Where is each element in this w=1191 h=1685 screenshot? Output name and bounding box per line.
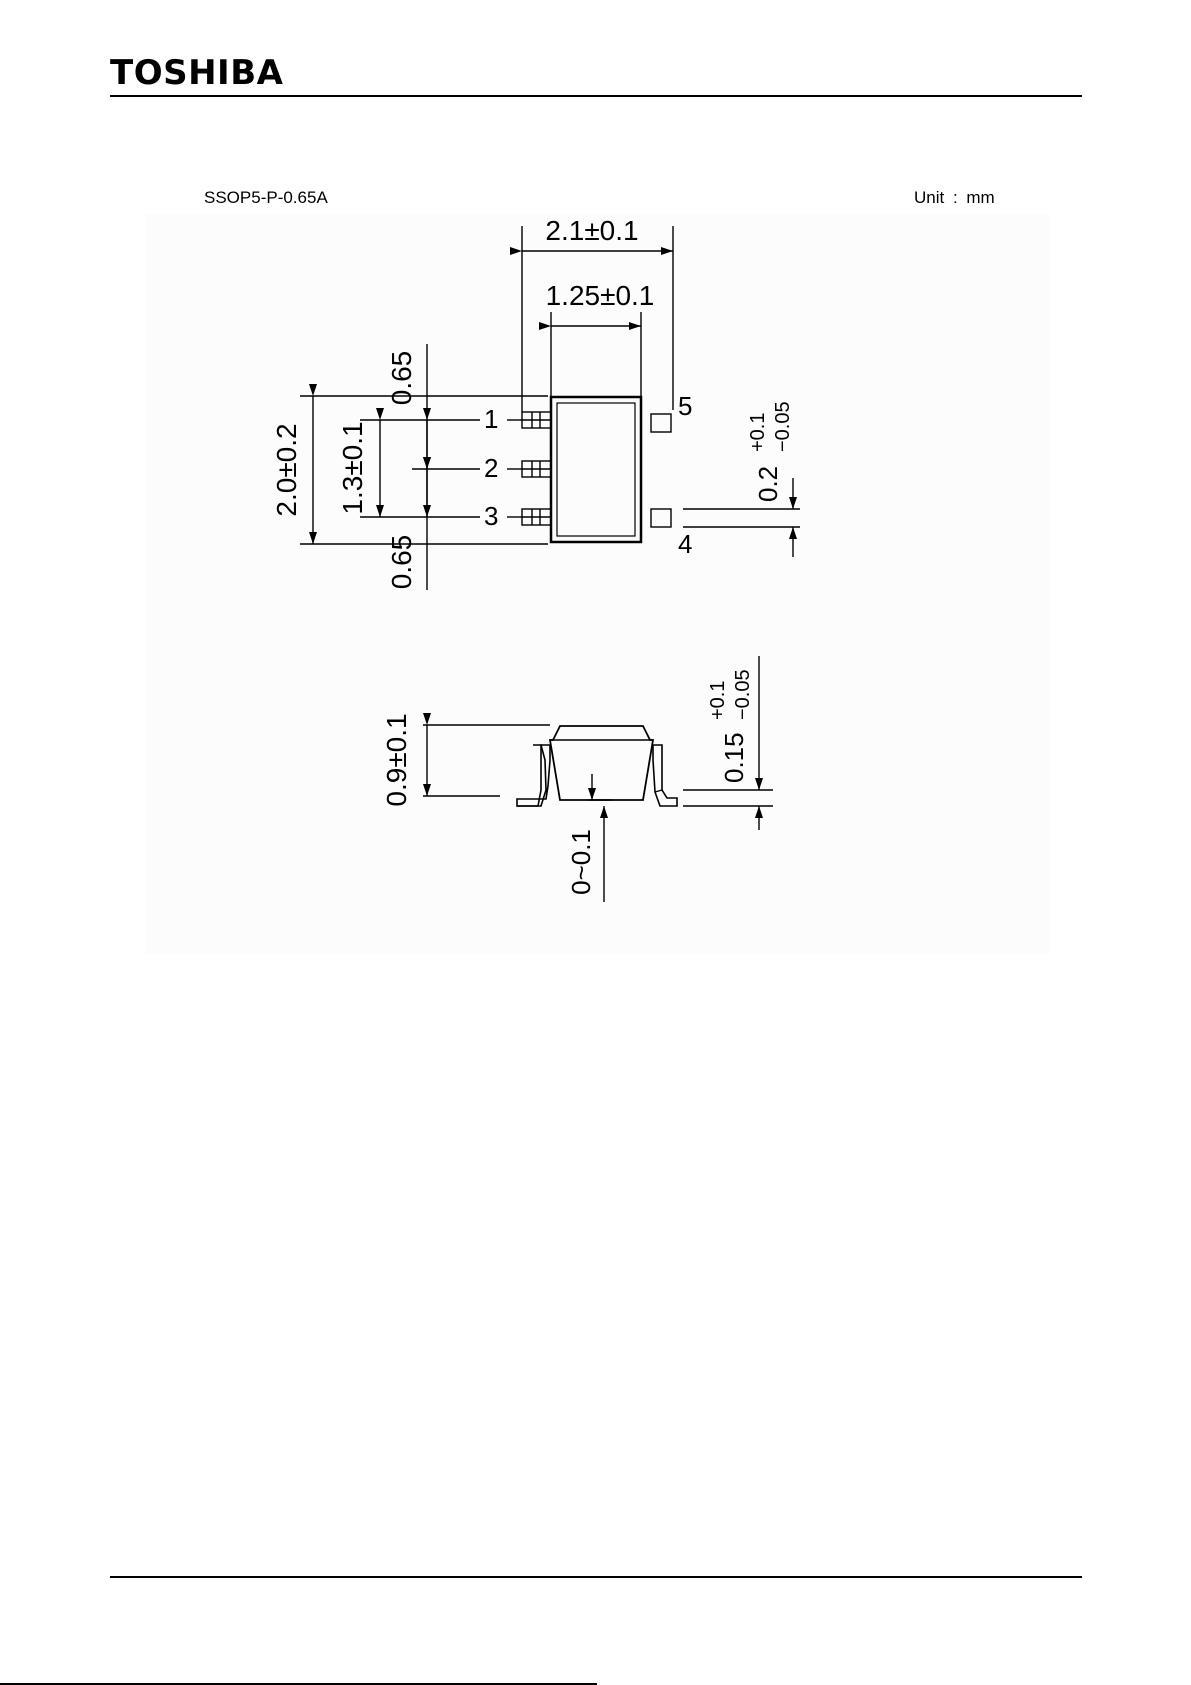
dim-height-overall: 2.0±0.2 — [271, 423, 302, 516]
pin-label-5: 5 — [678, 391, 692, 421]
dim-pitch-top: 0.65 — [386, 351, 417, 406]
dim-lead-thickness-base: 0.15 — [719, 732, 749, 783]
package-body-top — [551, 397, 641, 542]
footer-rule — [110, 1576, 1082, 1578]
lead-4 — [651, 509, 671, 527]
pin-label-1: 1 — [484, 404, 498, 434]
dim-standoff: 0~0.1 — [566, 829, 596, 895]
pin-label-2: 2 — [484, 453, 498, 483]
dim-pin-span: 1.3±0.1 — [337, 421, 368, 514]
dim-lead-width-plus: +0.1 — [747, 413, 769, 452]
dim-lead-width-minus: −0.05 — [772, 401, 794, 452]
page-bottom-line — [0, 1683, 597, 1685]
dim-width-overall: 2.1±0.1 — [545, 215, 638, 246]
pin-label-3: 3 — [484, 501, 498, 531]
dim-lead-thickness-plus: +0.1 — [707, 681, 729, 720]
dim-lead-width-base: 0.2 — [753, 466, 783, 502]
dim-lead-thickness-minus: −0.05 — [732, 669, 754, 720]
pin-label-4: 4 — [678, 529, 692, 559]
dim-width-body: 1.25±0.1 — [546, 280, 655, 311]
dim-pitch-bottom: 0.65 — [386, 535, 417, 590]
package-body-side — [550, 726, 653, 800]
lead-5 — [651, 414, 671, 432]
dim-side-height: 0.9±0.1 — [381, 713, 412, 806]
